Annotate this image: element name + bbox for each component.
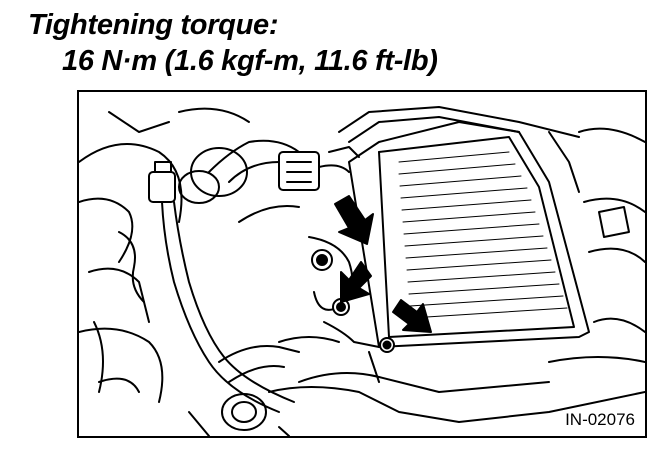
engine-illustration: IN-02076 xyxy=(77,90,647,438)
figure-id: IN-02076 xyxy=(563,410,637,430)
engine-line-drawing xyxy=(79,106,645,436)
lower-engine xyxy=(188,345,645,436)
wiring-harness xyxy=(148,139,300,413)
arrow-icon xyxy=(340,261,372,303)
bolt-icon xyxy=(379,337,395,353)
engine-background-left xyxy=(79,107,250,403)
callout-arrows xyxy=(334,195,432,333)
intake-duct xyxy=(278,146,360,191)
arrow-icon xyxy=(334,195,374,245)
air-cleaner-case xyxy=(338,106,645,348)
torque-title: Tightening torque: xyxy=(28,9,279,41)
arrow-icon xyxy=(392,299,432,333)
bolts xyxy=(311,249,395,353)
bolt-icon xyxy=(311,249,333,271)
torque-value: 16 N·m (1.6 kgf-m, 11.6 ft-lb) xyxy=(62,45,438,77)
